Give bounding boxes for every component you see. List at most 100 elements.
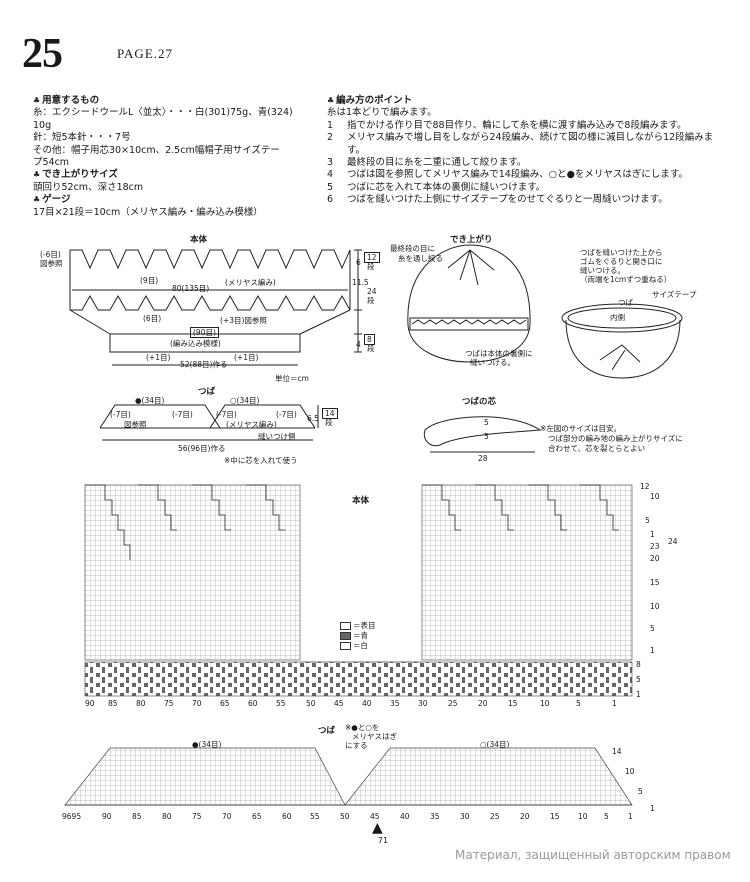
body-h115: 11.5 [352,278,369,287]
brim-h65: 6.5 [307,414,319,423]
legend-label: ＝白 [353,641,368,650]
row-number: 1 [650,646,655,655]
size-heading: でき上がりサイズ [33,169,303,181]
brim-chart-note: にする [345,741,368,750]
points-heading: 編み方のポイント [327,95,727,107]
brim-diagram-title: つば [198,387,216,397]
step-text: メリヤス編みで増し目をしながら24段編み、続けて図の様に減目しながら12段編みま… [347,132,714,156]
body-h-dan3: 段 [367,344,375,353]
x-label: 20 [478,699,488,708]
body-ref-note: 図参照 [40,259,63,268]
body-h-dan2: 段 [367,296,375,305]
body-chart-grid [84,484,633,697]
step-text: 指でかける作り目で88目作り、輪にして糸を横に渡す編み込みで8段編みます。 [347,119,687,131]
brim-minus7: (-7目) [110,410,131,419]
finished-note-top: 糸を通し絞る [398,254,443,263]
legend-swatch-blue-icon [340,631,351,640]
inside-inner-label: 内側 [610,313,625,322]
brim-filled-stitches: ●(34目) [135,396,165,405]
legend-item: ＝青 [340,630,368,641]
x-label: 55 [310,812,320,821]
brim-open-stitches: ○(34目) [230,396,260,405]
inside-note: ゴムをぐるりと開き口に [580,257,663,266]
tree-icon: ▲ [372,820,383,836]
core-title: つばの芯 [462,397,497,407]
legend-item: ＝白 [340,640,368,651]
row-number: 1 [650,530,655,539]
brim-ref: 図参照 [124,420,147,429]
unit-label: 単位＝cm [275,374,309,383]
body-chart-title: 本体 [352,496,370,506]
x-label: 9695 [62,812,82,821]
x-label: 35 [390,699,400,708]
x-label: 80 [136,699,146,708]
core-note: 合わせて、芯を裂とらとよい [548,444,646,453]
body-band [109,333,301,353]
body-top-edge [70,249,351,270]
body-dec-note: (-6目) [40,250,61,259]
brim-core-shape [423,416,542,447]
x-label: 85 [132,812,142,821]
x-label: 70 [192,699,202,708]
x-label: 5 [604,812,609,821]
brim-row-number: 5 [638,787,643,796]
inside-brim-label: つば [618,298,633,307]
x-label: 35 [430,812,440,821]
materials-line: 針：短5本針・・・7号 [33,132,131,144]
row-number: 23 [650,542,660,551]
inside-note: 縫いつける。 [580,266,625,275]
points-intro: 糸は1本どりで編みます。 [327,107,437,119]
page-number: 71 [377,836,389,845]
legend-swatch-knit-icon [340,621,351,630]
row-number: 5 [650,624,655,633]
row-number: 10 [650,492,660,501]
x-label: 30 [460,812,470,821]
x-label: 80 [162,812,172,821]
step-text: 最終段の目に糸を二重に通して絞ります。 [347,157,527,169]
step-number: 6 [327,194,334,206]
step-number: 5 [327,181,334,193]
core-note: つば部分の編み地の編み上がりサイズに [548,434,683,443]
inside-view-opening [561,303,683,333]
x-label: 15 [508,699,518,708]
x-label: 50 [306,699,316,708]
body-h6: 6 [356,258,361,267]
brim-chart-filled: ●(34目) [192,740,222,749]
row-number: 10 [650,602,660,611]
x-label: 65 [252,812,262,821]
size-line: 頭回り52cm、深さ18cm [33,181,144,193]
x-label: 10 [578,812,588,821]
brim-chart-open: ○(34目) [480,740,510,749]
x-label: 75 [192,812,202,821]
x-label: 5 [576,699,581,708]
core-dim: 5 [484,418,489,427]
row-number: 5 [645,516,650,525]
brim-chart-title: つば [318,726,336,736]
band-row-number: 1 [636,690,641,699]
finished-note-bottom: 縫いつける。 [470,358,515,367]
brim-h-dan: 段 [325,418,333,427]
brim-sew-side: 縫いつけ側 [258,432,296,441]
brim-core-note: ※中に芯を入れて使う [224,456,298,465]
x-label: 40 [362,699,372,708]
row-number: 24 [668,537,678,546]
body-inc-note: (+3目)図参照 [220,316,267,325]
x-label: 40 [400,812,410,821]
body-plus-one-left: (+1目) [146,353,171,362]
x-label: 90 [102,812,112,821]
brim-right-trapezoid [209,404,316,429]
legend-label: ＝青 [353,631,368,640]
body-diagram-title: 本体 [190,235,208,245]
x-label: 75 [164,699,174,708]
inside-tape-label: サイズテープ [652,290,697,299]
x-label: 15 [550,812,560,821]
body-band-stitches: (90目) [190,327,219,338]
materials-line: 10g [33,119,52,131]
brim-chart-note: ※●と○を [345,723,380,732]
